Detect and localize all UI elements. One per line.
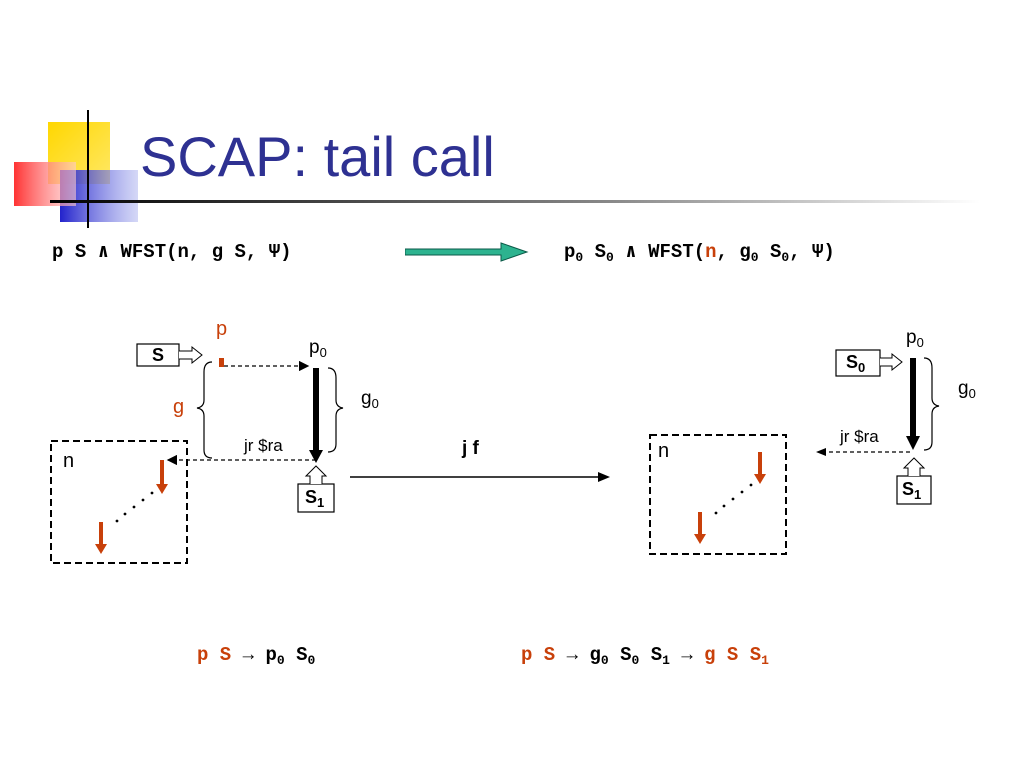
- n-box: [50, 440, 188, 564]
- s1-box: [297, 483, 335, 513]
- right-diagram: [649, 349, 940, 555]
- red-square: [14, 162, 76, 206]
- left-s-label: S: [152, 345, 165, 365]
- bottom-formula-left: p S → p0 S0: [197, 644, 316, 668]
- bottom-formula-right: p S → g0 S0 S1 → g S S1: [521, 644, 769, 668]
- g-brace: [196, 361, 213, 459]
- jf-arrow: [350, 472, 610, 482]
- jf-label: j f: [462, 438, 479, 459]
- left-p0-label: p0: [309, 337, 327, 360]
- right-jr-label: jr $ra: [840, 427, 879, 446]
- s1-hollow-arrow-right: [902, 457, 926, 476]
- formula-right: p0 S0 ∧ WFST(n, g0 S0, Ψ): [564, 241, 835, 265]
- left-s1-label: S1: [305, 487, 325, 510]
- left-n-label: n: [63, 450, 75, 472]
- g0-brace-right: [923, 357, 940, 451]
- left-g0-label: g0: [361, 388, 379, 411]
- p-marker: [219, 358, 224, 367]
- s1-hollow-arrow: [304, 465, 328, 484]
- right-n-label: n: [658, 440, 670, 462]
- n-box-right: [649, 434, 787, 555]
- left-g-label: g: [173, 396, 185, 418]
- formula-left: p S ∧ WFST(n, g S, Ψ): [52, 241, 292, 263]
- s-hollow-arrow: [179, 345, 203, 365]
- left-jr-label: jr $ra: [244, 436, 283, 455]
- left-p-label: p: [216, 318, 228, 340]
- right-s1-label: S1: [902, 479, 922, 502]
- corner-decoration: [14, 110, 980, 228]
- right-p0-label: p0: [906, 327, 924, 350]
- s0-box: [835, 349, 881, 377]
- page-title: SCAP: tail call: [140, 125, 495, 188]
- s1-box-right: [896, 475, 932, 505]
- g0-brace: [327, 367, 344, 453]
- s0-hollow-arrow: [880, 352, 903, 372]
- right-g0-label: g0: [958, 378, 976, 401]
- right-s0-label: S0: [846, 352, 866, 375]
- left-diagram: [50, 343, 344, 564]
- implies-arrow: [405, 242, 529, 262]
- title-underline: [50, 200, 980, 203]
